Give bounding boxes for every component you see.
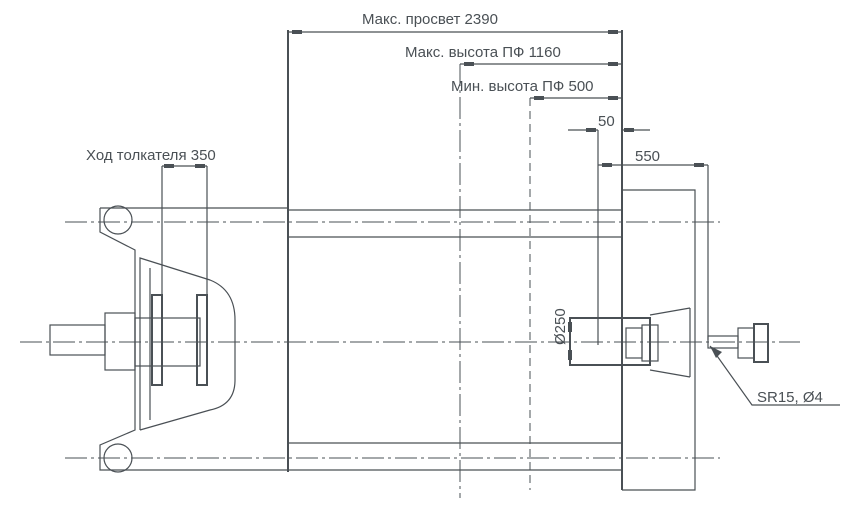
pin-length-label: 550: [635, 148, 660, 165]
press-body: [287, 30, 696, 491]
dimensions: [161, 30, 708, 360]
offset-label: 50: [598, 113, 615, 130]
left-flange: [49, 205, 288, 473]
tip-label: SR15, Ø4: [757, 389, 823, 406]
max-clearance-label: Макс. просвет 2390: [362, 11, 498, 28]
stroke-label: Ход толкателя 350: [86, 147, 216, 164]
pusher-pin: [707, 165, 840, 406]
fixture: [569, 130, 691, 378]
max-height-label: Макс. высота ПФ 1160: [405, 44, 561, 61]
diameter-label: Ø250: [552, 308, 569, 345]
min-height-label: Мин. высота ПФ 500: [451, 78, 594, 95]
